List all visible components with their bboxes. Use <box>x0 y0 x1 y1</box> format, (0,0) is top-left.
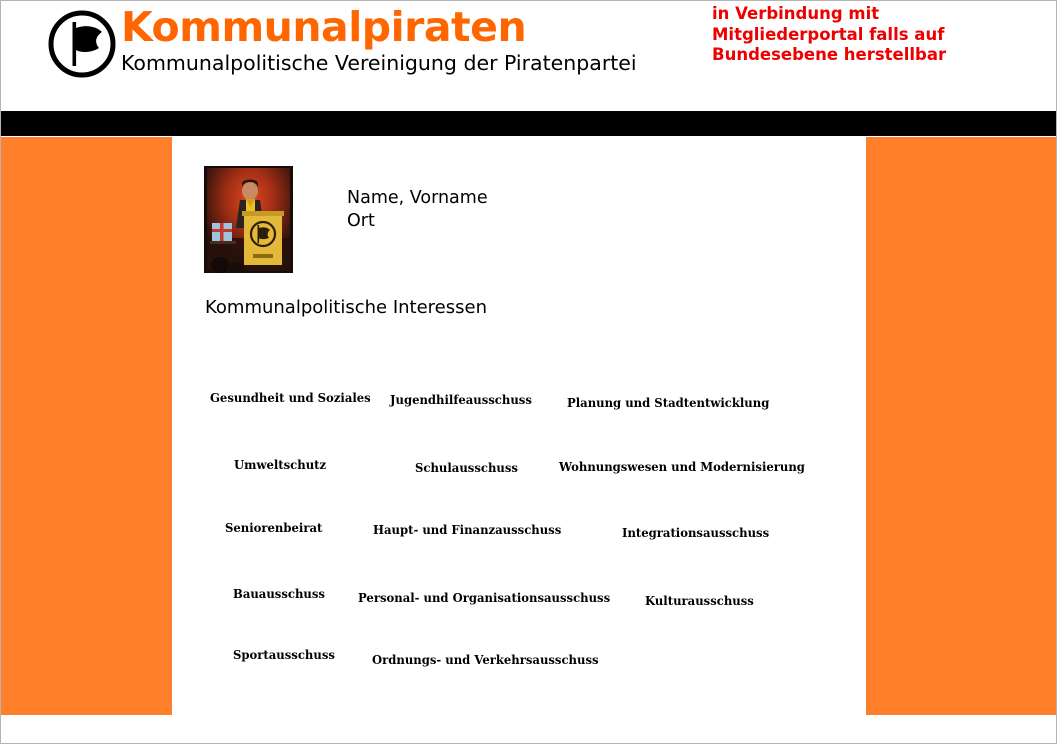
note-line-1: in Verbindung mit <box>712 4 880 23</box>
committee-option[interactable]: Wohnungswesen und Modernisierung <box>559 459 805 474</box>
committee-option[interactable]: Umweltschutz <box>234 457 327 472</box>
profile-row: Name, Vorname Ort <box>204 166 824 274</box>
speaker-at-podium-photo <box>204 166 293 273</box>
committee-option[interactable]: Schulausschuss <box>415 460 518 475</box>
navigation-bar <box>1 111 1056 136</box>
site-header: Kommunalpiraten Kommunalpolitische Verei… <box>1 1 1056 109</box>
committee-row: Umweltschutz Schulausschuss Wohnungswese… <box>172 433 866 497</box>
section-heading-interests: Kommunalpolitische Interessen <box>205 297 487 318</box>
note-line-3: Bundesebene herstellbar <box>712 45 947 64</box>
pirate-flag-logo-icon <box>47 9 117 79</box>
committee-option[interactable]: Bauausschuss <box>233 586 325 601</box>
profile-name: Name, Vorname <box>347 188 488 208</box>
note-line-2: Mitgliederportal falls auf <box>712 24 945 44</box>
committee-option[interactable]: Integrationsausschuss <box>622 525 770 540</box>
committee-row: Bauausschuss Personal- und Organisations… <box>172 561 866 625</box>
right-orange-panel <box>866 137 1056 715</box>
committee-option[interactable]: Seniorenbeirat <box>225 520 323 535</box>
committee-option[interactable]: Personal- und Organisationsausschuss <box>358 590 611 605</box>
committee-grid: Gesundheit und Soziales Jugendhilfeaussc… <box>172 369 866 689</box>
profile-identity: Name, Vorname Ort <box>347 187 488 233</box>
committee-option[interactable]: Kulturausschuss <box>645 593 754 608</box>
brand-block: Kommunalpiraten Kommunalpolitische Verei… <box>121 5 681 75</box>
left-orange-panel <box>1 137 172 715</box>
committee-row: Seniorenbeirat Haupt- und Finanzausschus… <box>172 497 866 561</box>
committee-option[interactable]: Haupt- und Finanzausschuss <box>373 522 562 537</box>
committee-option[interactable]: Sportausschuss <box>233 647 335 662</box>
committee-option[interactable]: Ordnungs- und Verkehrsausschuss <box>372 652 599 667</box>
page-title: Kommunalpiraten <box>121 3 527 51</box>
committee-row: Gesundheit und Soziales Jugendhilfeaussc… <box>172 369 866 433</box>
committee-option[interactable]: Gesundheit und Soziales <box>210 390 371 405</box>
brand-subtitle: Kommunalpolitische Vereinigung der Pirat… <box>121 51 637 75</box>
content-column: Name, Vorname Ort Kommunalpolitische Int… <box>172 137 866 715</box>
committee-option[interactable]: Jugendhilfeausschuss <box>390 392 532 407</box>
committee-row: Sportausschuss Ordnungs- und Verkehrsaus… <box>172 625 866 689</box>
committee-option[interactable]: Planung und Stadtentwicklung <box>567 395 770 410</box>
profile-city: Ort <box>347 211 375 231</box>
note-block: in Verbindung mit Mitgliederportal falls… <box>712 4 1042 66</box>
